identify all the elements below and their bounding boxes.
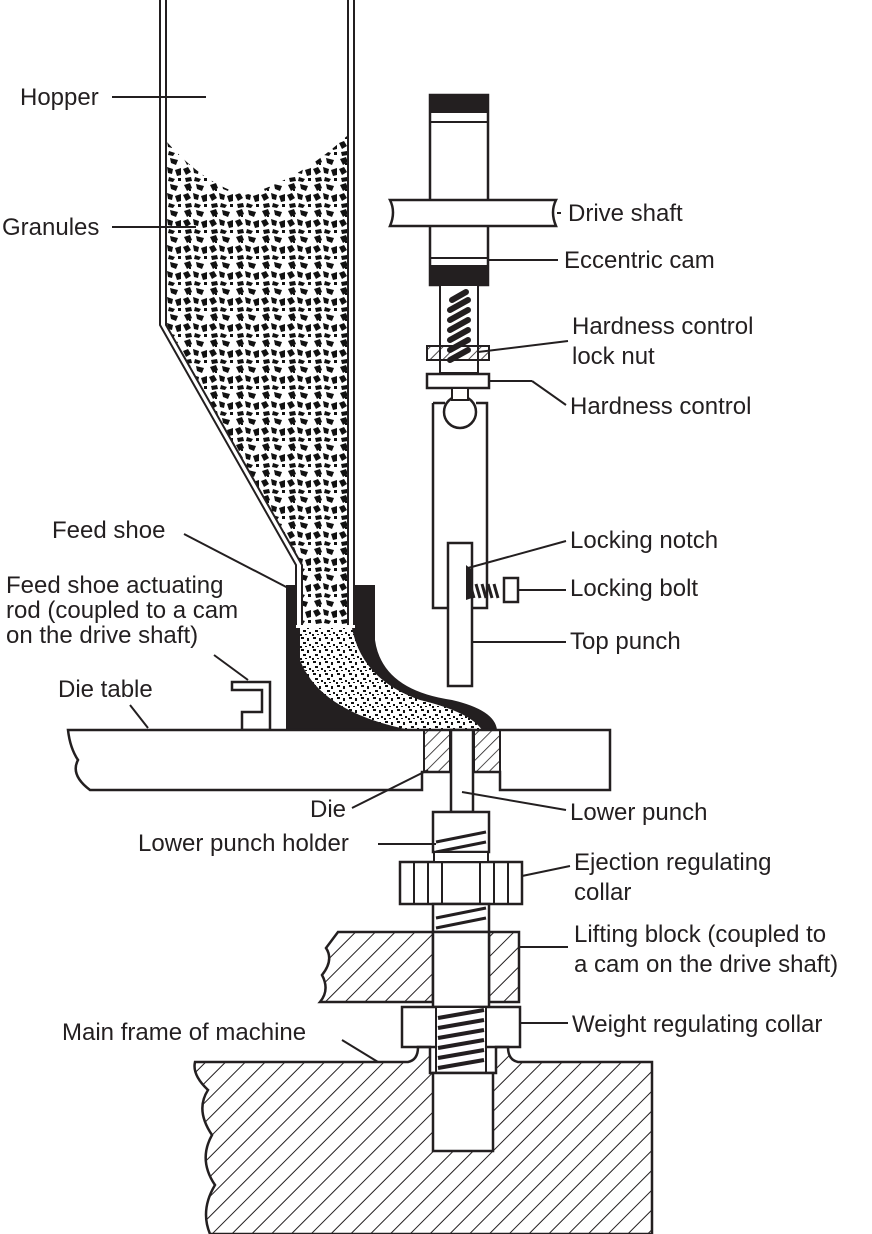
- feed-shoe-granules: [300, 628, 482, 730]
- hardness-screw-thread: [447, 289, 471, 363]
- lower-punch-assembly: [317, 728, 524, 1074]
- die-left: [423, 729, 451, 773]
- label-feed-shoe-rod-1: Feed shoe actuating: [6, 572, 224, 599]
- locking-notch: [466, 565, 472, 600]
- label-hardness-lock-nut-1: Hardness control: [572, 313, 753, 340]
- label-hopper: Hopper: [20, 84, 99, 111]
- lower-punch-holder: [431, 810, 491, 854]
- label-feed-shoe-rod-2: rod (coupled to a cam: [6, 597, 238, 624]
- die-right: [473, 729, 501, 773]
- label-hardness-control: Hardness control: [570, 393, 751, 420]
- label-locking-notch: Locking notch: [570, 527, 718, 554]
- feed-shoe-actuating-rod: [230, 680, 272, 732]
- ejection-regulating-collar: [398, 860, 524, 906]
- label-main-frame: Main frame of machine: [62, 1019, 306, 1046]
- eccentric-cam: [428, 93, 490, 287]
- lower-punch: [449, 728, 475, 814]
- label-lifting-block-2: a cam on the drive shaft): [574, 951, 838, 978]
- leader-lines: [112, 96, 571, 1063]
- top-punch: [446, 541, 474, 688]
- top-punch-assembly: [387, 93, 559, 688]
- hardness-control-plate: [425, 372, 491, 390]
- lifting-block-left: [317, 930, 435, 1004]
- lower-punch-bottom: [431, 1071, 495, 1153]
- drive-shaft: [387, 198, 559, 228]
- label-die: Die: [310, 796, 346, 823]
- labels: Hopper Granules Feed shoe Feed shoe actu…: [2, 84, 838, 1046]
- granules-fill: [167, 135, 348, 625]
- locking-bolt-thread: [468, 583, 500, 599]
- label-hardness-lock-nut-2: lock nut: [572, 343, 655, 370]
- label-weight-collar: Weight regulating collar: [572, 1011, 822, 1038]
- locking-bolt-head: [502, 576, 520, 604]
- die-table-body: [66, 728, 612, 792]
- label-top-punch: Top punch: [570, 628, 681, 655]
- die-table: [66, 728, 612, 792]
- hopper-wall-inner: [165, 0, 303, 625]
- label-locking-bolt: Locking bolt: [570, 575, 698, 602]
- main-frame: [193, 1045, 654, 1234]
- label-ejection-collar-1: Ejection regulating: [574, 849, 771, 876]
- hardness-lock-nut: [426, 345, 490, 361]
- label-eccentric-cam: Eccentric cam: [564, 247, 715, 274]
- hopper: [159, 0, 355, 625]
- label-ejection-collar-2: collar: [574, 879, 631, 906]
- label-lower-punch-holder: Lower punch holder: [138, 830, 349, 857]
- label-granules: Granules: [2, 214, 99, 241]
- label-drive-shaft: Drive shaft: [568, 200, 683, 227]
- main-frame-body: [193, 1045, 654, 1234]
- label-die-table: Die table: [58, 676, 153, 703]
- top-punch-holder: [431, 401, 489, 610]
- label-lifting-block-1: Lifting block (coupled to: [574, 921, 826, 948]
- label-feed-shoe: Feed shoe: [52, 517, 165, 544]
- lifting-block-right: [487, 930, 521, 1004]
- label-lower-punch: Lower punch: [570, 799, 707, 826]
- label-feed-shoe-rod-3: on the drive shaft): [6, 622, 198, 649]
